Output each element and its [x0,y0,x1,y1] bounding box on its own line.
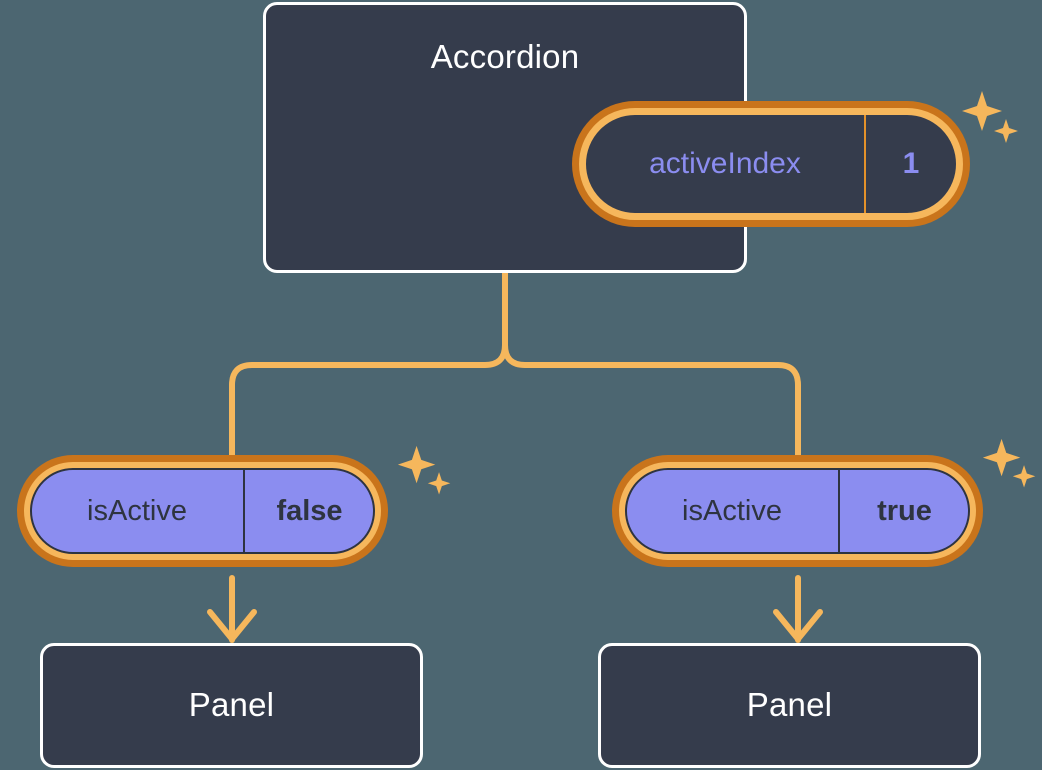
state-pill-is-active-false[interactable]: isActive false [24,462,381,560]
panel-title: Panel [746,686,833,723]
state-value: true [838,469,969,553]
state-value: false [243,469,374,553]
state-key: activeIndex [649,147,801,180]
component-node-panel-left[interactable]: Panel [40,643,423,768]
connector-branch-right [502,342,801,461]
arrow-head-right [773,609,823,642]
state-key: isActive [682,494,782,527]
component-node-panel-right[interactable]: Panel [598,643,981,768]
arrow-head-left [207,609,257,642]
component-node-accordion[interactable]: Accordion activeIndex 1 [263,2,1018,273]
sparkle-icon [397,445,451,495]
connector-branch-left [229,342,508,461]
panel-title: Panel [188,686,275,723]
sparkle-icon [982,438,1036,488]
state-pill-active-index[interactable]: activeIndex 1 [579,108,963,220]
state-key: isActive [87,494,187,527]
sparkle-icon [962,91,1018,143]
page-title: Accordion [430,38,580,75]
state-pill-is-active-true[interactable]: isActive true [619,462,976,560]
state-value: 1 [864,115,956,213]
